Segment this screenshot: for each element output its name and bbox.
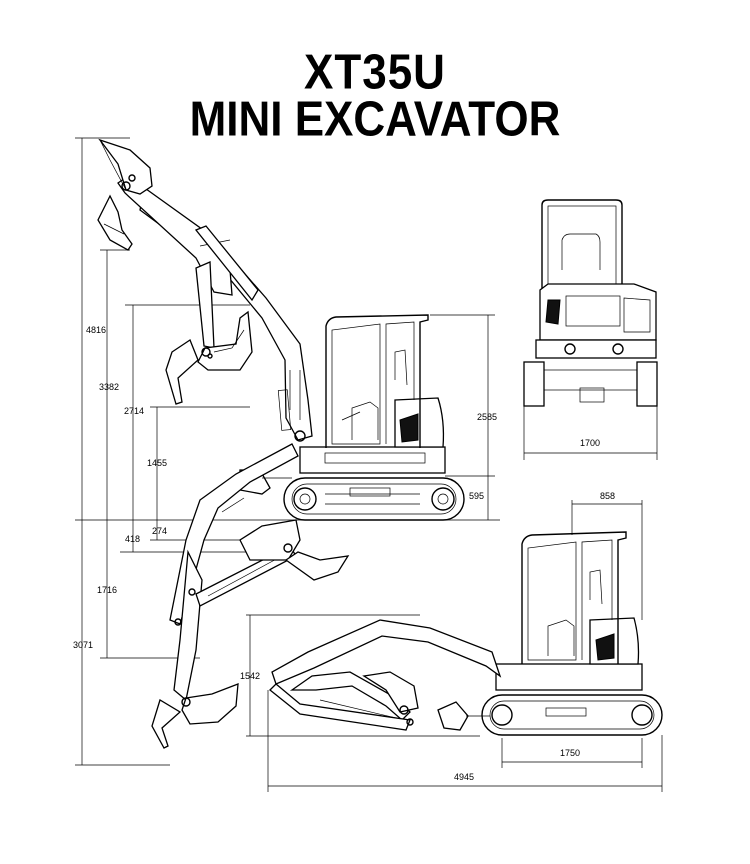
dim-dozer-lift: 418	[125, 534, 140, 544]
dim-vertical-wall-depth: 1716	[97, 585, 117, 595]
excavator-front-view: 1700	[523, 199, 658, 460]
dim-overall-width: 1700	[580, 438, 600, 448]
dim-transport-height: 1542	[240, 671, 260, 681]
excavator-side-view-working	[97, 138, 465, 521]
dim-track-length: 1750	[560, 748, 580, 758]
dim-max-digging-depth: 3071	[73, 640, 93, 650]
dim-dozer-depth: 274	[152, 526, 167, 536]
dim-ground-clearance: 595	[469, 491, 484, 501]
product-title: MINI EXCAVATOR	[189, 92, 561, 147]
dim-tail-swing: 858	[600, 491, 615, 501]
dim-transport-length: 4945	[454, 772, 474, 782]
title: XT35U MINI EXCAVATOR	[0, 45, 750, 147]
dim-max-dumping-height: 3382	[99, 382, 119, 392]
dim-boom-h1: 2714	[124, 406, 144, 416]
dim-max-digging-height: 4816	[86, 325, 106, 335]
excavator-digging-pose	[151, 443, 350, 749]
dim-boom-h2: 1455	[147, 458, 167, 468]
model-title: XT35U	[304, 45, 446, 100]
excavator-side-view-transport: 858 1542 1750 4945	[240, 491, 663, 792]
dim-overall-height: 2585	[477, 412, 497, 422]
